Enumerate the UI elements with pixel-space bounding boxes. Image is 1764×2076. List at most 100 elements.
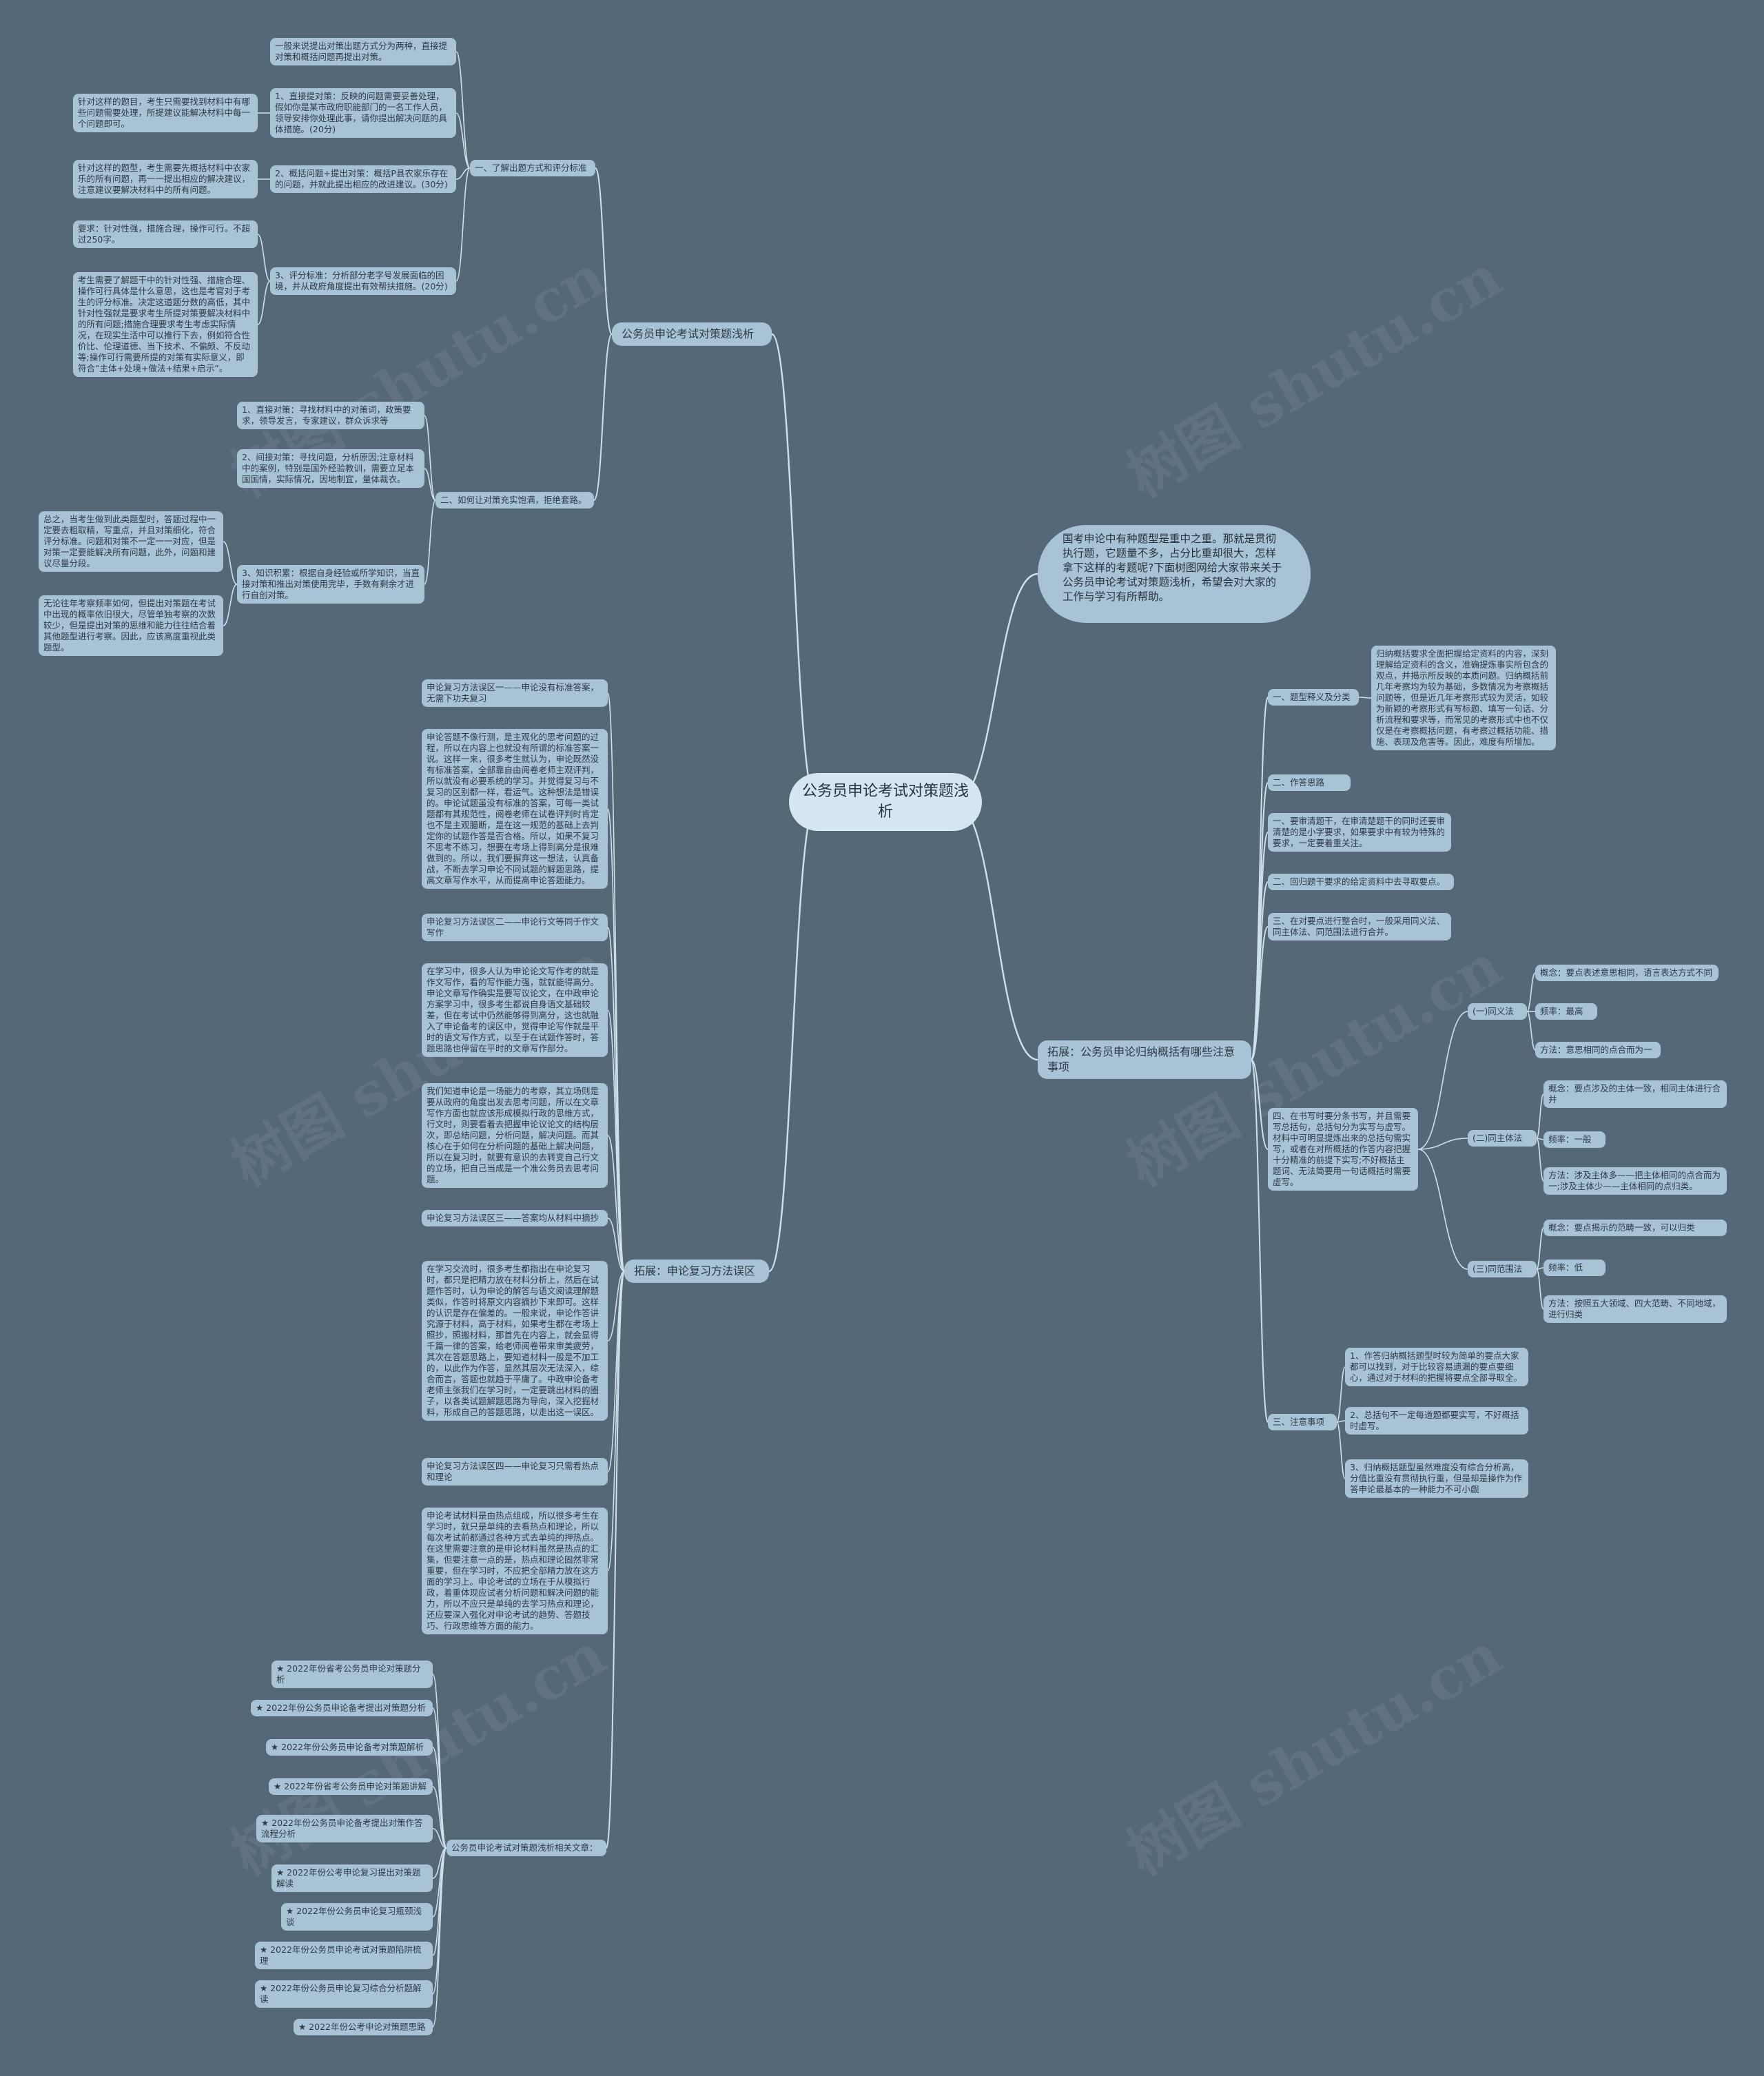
connector [1536,1093,1544,1139]
method-node[interactable]: (二)同主体法 [1468,1130,1537,1147]
leaf-node[interactable]: 3、归纳概括题型虽然难度没有综合分析高，分值比重没有贯彻执行重，但是却是操作为作… [1345,1459,1528,1498]
connector [432,1747,447,1849]
connector [1417,1149,1468,1270]
connector [1417,1138,1468,1150]
topic-node[interactable]: 2、间接对策：寻找问题，分析原因;注意材料中的案例，特别是国外经验教训，需要立足… [237,449,424,488]
leaf-node[interactable]: 频率：最高 [1535,1003,1597,1020]
topic-node[interactable]: 二、回归题干要求的给定资料中去寻取要点。 [1268,874,1454,890]
subtopic[interactable]: 二、如何让对策充实饱满，拒绝套路。 [435,492,594,508]
connector [455,167,471,180]
topic-node[interactable]: 1、直接对策：寻找材料中的对策词，政策要求，领导发言，专家建议，群众诉求等 [237,402,424,429]
leaf-node[interactable]: 方法：意思相同的点合而为一 [1535,1042,1661,1058]
connector [607,1271,625,1342]
connector [1336,1366,1346,1423]
connector [223,584,238,626]
connector [607,1217,625,1272]
method-node[interactable]: (一)同义法 [1468,1003,1527,1020]
subtopic[interactable]: 三、注意事项 [1268,1414,1337,1430]
detail-node[interactable]: 在学习交流时，很多考生都指出在申论复习时，都只是把精力放在材料分析上，然后在试题… [422,1261,608,1421]
connector [223,541,238,585]
connector [1251,782,1269,1060]
topic-node[interactable]: 申论复习方法误区二——申论行文等同于作文写作 [422,914,608,941]
branch-title[interactable]: 公务员申论考试对策题浅析 [612,322,772,346]
related-article-link[interactable]: ★ 2022年份公务员申论备考提出对策作答流程分析 [256,1815,433,1842]
connector [1536,1227,1544,1270]
connector [954,573,1038,803]
subtopic[interactable]: 一、题型释义及分类 [1268,689,1359,706]
related-article-link[interactable]: ★ 2022年份公务员申论考试对策题陷阱梳理 [255,1942,433,1969]
related-article-link[interactable]: ★ 2022年份公务员申论备考对策题解析 [266,1739,433,1756]
detail-node[interactable]: 我们知道申论是一场能力的考察，其立场则是要从政府的角度出发去思考问题，所以在文章… [422,1083,608,1188]
topic-node[interactable]: 一般来说提出对策出题方式分为两种，直接提对策和概括问题再提出对策。 [270,38,456,65]
leaf-node[interactable]: 概念：要点表述意思相同，语言表达方式不同 [1535,965,1719,981]
connector [593,333,613,501]
leaf-node[interactable]: 方法：涉及主体多——把主体相同的点合而为一;涉及主体少——主体相同的点归类。 [1544,1167,1727,1195]
connector [424,415,436,501]
topic-node[interactable]: 3、评分标准：分析部分老字号发展面临的困境，并从政府角度提出有效帮扶措施。(20… [270,267,456,295]
leaf-node[interactable]: 概念：要点揭示的范畴一致，可以归类 [1544,1220,1727,1236]
topic-node[interactable]: 3、知识积累：根据自身经验或所学知识，当直接对策和推出对策使用完毕，手数有剩余才… [237,565,424,604]
connector [607,1271,625,1472]
connector [1417,1011,1468,1150]
leaf-node[interactable]: 频率：低 [1544,1260,1606,1276]
connector [607,1271,625,1572]
connector [1336,1420,1346,1423]
detail-node[interactable]: 申论考试材料是由热点组成，所以很多考生在学习时，就只是单纯的去看热点和理论，所以… [422,1508,608,1634]
leaf-node[interactable]: 1、作答归纳概括题型时较为简单的要点大家都可以找到，对于比较容易遗漏的要点要细心… [1345,1348,1528,1386]
topic-node[interactable]: 四、在书写时要分条书写，并且需要写总括句，总括句分为实写与虚写。材料中可明显提炼… [1268,1108,1418,1191]
subtopic[interactable]: 一、了解出题方式和评分标准 [470,160,595,176]
connector [1336,1421,1346,1479]
connector [1526,1011,1536,1051]
connector [607,1009,625,1272]
related-article-link[interactable]: ★ 2022年份公务员申论复习综合分析题解读 [255,1980,433,2008]
topic-node[interactable]: 一、要审清题干，在审清楚题干的同时还要审清楚的是小字要求，如果要求中有较为特殊的… [1268,813,1451,852]
related-article-link[interactable]: ★ 2022年份公务员申论备考提出对策题分析 [251,1700,433,1716]
topic-node[interactable]: 申论复习方法误区一——申论没有标准答案，无需下功夫复习 [422,679,608,707]
detail-node[interactable]: 在学习中，很多人认为申论论文写作考的就是作文写作，看的写作能力强，就就能得高分。… [422,963,608,1057]
detail-node[interactable]: 申论答题不像行测，是主观化的思考问题的过程，所以在内容上也就没有所谓的标准答案一… [422,729,608,889]
connector [424,468,436,501]
method-node[interactable]: (三)同范围法 [1468,1261,1537,1277]
related-article-link[interactable]: ★ 2022年份公考申论对策题思路 [294,2019,433,2035]
connector [595,167,613,335]
leaf-node[interactable]: 2、总括句不一定每道题都要实写，不好概括时虚写。 [1345,1407,1528,1435]
connector [607,1135,625,1272]
related-article-link[interactable]: ★ 2022年份公务员申论复习瓶颈浅谈 [281,1903,433,1931]
connector [1251,1059,1269,1423]
note-node[interactable]: 总之，当考生做到此类题型时，答题过程中一定要去粗取精，写重点，并且对策细化，符合… [39,511,223,572]
connector [606,1271,625,1849]
connector [455,167,471,282]
connector [1251,697,1269,1060]
note-node[interactable]: 针对这样的题型，考生需要先概括材料中农家乐的所有问题，再一一提出相应的解决建议，… [73,160,258,198]
connector [1536,1138,1544,1182]
connector [432,1847,447,1995]
subtopic[interactable]: 二、作答思路 [1268,774,1351,791]
topic-node[interactable]: 1、直接提对策：反映的问题需要妥善处理，假如你是某市政府职能部门的一名工作人员，… [270,88,456,138]
topic-node[interactable]: 三、在对要点进行整合时，一般采用同义法、同主体法、同范围法进行合并。 [1268,913,1451,941]
detail-node[interactable]: 归纳概括要求全面把握给定资料的内容，深刻理解给定资料的含义，准确提炼事实所包含的… [1371,646,1556,750]
leaf-node[interactable]: 频率：一般 [1544,1131,1606,1148]
connector [954,801,1038,1061]
topic-node[interactable]: 2、概括问题+提出对策：概括P县农家乐存在的问题，并就此提出相应的改进建议。(3… [270,165,456,193]
connector [1526,972,1536,1012]
leaf-node[interactable]: 概念：要点涉及的主体一致，相同主体进行合并 [1544,1080,1727,1108]
branch-title[interactable]: 拓展：公务员申论归纳概括有哪些注意事项 [1038,1040,1251,1079]
related-article-link[interactable]: ★ 2022年份省考公务员申论对策题分析 [271,1661,433,1688]
connector [432,1847,447,2028]
intro-bubble[interactable]: 国考申论中有种题型是重中之重。那就是贯彻执行题，它题量不多，占分比重却很大，怎样… [1038,525,1311,623]
related-article-link[interactable]: ★ 2022年份省考公务员申论对策题讲解 [269,1778,433,1795]
connector [432,1828,447,1849]
central-topic[interactable]: 公务员申论考试对策题浅析 [789,773,982,831]
note-node[interactable]: 要求：针对性强，措施合理，操作可行。不超过250字。 [73,220,258,248]
branch-title[interactable]: 拓展：申论复习方法误区 [624,1260,769,1283]
connector [1358,697,1372,699]
subtopic[interactable]: 公务员申论考试对策题浅析相关文章： [447,1840,606,1856]
note-node[interactable]: 考生需要了解题干中的针对性强、措施合理、操作可行具体是什么意思，这也是考官对于考… [73,272,258,377]
related-article-link[interactable]: ★ 2022年份公考申论复习提出对策题解读 [271,1864,433,1892]
topic-node[interactable]: 申论复习方法误区四——申论复习只需看热点和理论 [422,1458,608,1486]
note-node[interactable]: 针对这样的题目，考生只需要找到材料中有哪些问题需要处理，所提建议能解决材料中每一… [73,94,258,132]
leaf-node[interactable]: 方法：按照五大领域、四大范畴、不同地域，进行归类 [1544,1295,1727,1323]
topic-node[interactable]: 申论复习方法误区三——答案均从材料中摘抄 [422,1210,608,1226]
connector [771,333,817,803]
note-node[interactable]: 无论往年考察频率如何，但提出对策题在考试中出现的概率依旧很大，尽管单独考察的次数… [39,595,223,656]
